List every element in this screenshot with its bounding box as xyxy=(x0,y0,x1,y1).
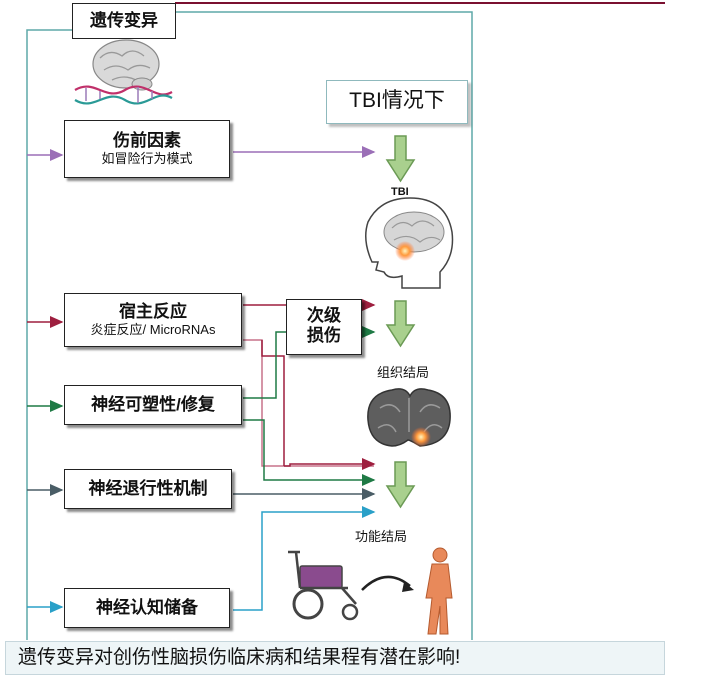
genetic-variation-title: 遗传变异 xyxy=(90,11,158,30)
secondary-injury-line-2: 损伤 xyxy=(307,326,341,345)
curved-arrow-head xyxy=(402,582,414,592)
secondary-injury-box: 次级 损伤 xyxy=(286,299,362,355)
human-figure-icon xyxy=(425,547,453,635)
dna-icon xyxy=(74,85,173,105)
secondary-injury-line-1: 次级 xyxy=(307,306,341,325)
factor-box-plasticity: 神经可塑性/修复 xyxy=(64,385,242,425)
arrow-host-functional-c xyxy=(261,340,285,466)
brain-icon xyxy=(92,39,160,91)
tbi-label: TBI xyxy=(391,186,409,198)
factor-title: 神经可塑性/修复 xyxy=(91,395,215,414)
footer-banner: 遗传变异对创伤性脑损伤临床病和结果程有潜在影响! xyxy=(5,641,665,675)
factor-title: 神经退行性机制 xyxy=(88,479,208,498)
factor-box-reserve: 神经认知储备 xyxy=(64,588,230,628)
tissue-outcome-label: 组织结局 xyxy=(377,365,430,380)
factor-box-preinjury: 伤前因素 如冒险行为模式 xyxy=(64,120,230,178)
functional-outcome-label: 功能结局 xyxy=(355,529,408,544)
wheelchair-icon xyxy=(288,550,359,621)
tbi-header: TBI情况下 xyxy=(326,80,468,124)
factor-title: 宿主反应 xyxy=(119,302,187,321)
down-arrow-tissue xyxy=(385,300,416,348)
arrow-reserve-functional xyxy=(233,506,376,611)
arrow-host-functional-b xyxy=(284,458,376,470)
down-arrow-tbi xyxy=(385,135,416,183)
factor-subtitle: 炎症反应/ MicroRNAs xyxy=(90,322,216,337)
factor-title: 伤前因素 xyxy=(113,131,181,150)
arrow-host-functional-a xyxy=(243,339,374,467)
arrow-plasticity-functional xyxy=(243,419,376,486)
outer-frame xyxy=(26,11,473,640)
down-arrow-functional xyxy=(385,461,416,509)
curved-arrow-icon xyxy=(361,575,411,591)
factor-box-neurodegen: 神经退行性机制 xyxy=(64,469,232,509)
head-profile-icon xyxy=(365,197,454,289)
factor-box-host: 宿主反应 炎症反应/ MicroRNAs xyxy=(64,293,242,347)
factor-title: 神经认知储备 xyxy=(96,598,198,617)
genetic-variation-box: 遗传变异 xyxy=(72,3,176,39)
brain-section-icon xyxy=(367,388,451,447)
factor-subtitle: 如冒险行为模式 xyxy=(101,151,193,166)
